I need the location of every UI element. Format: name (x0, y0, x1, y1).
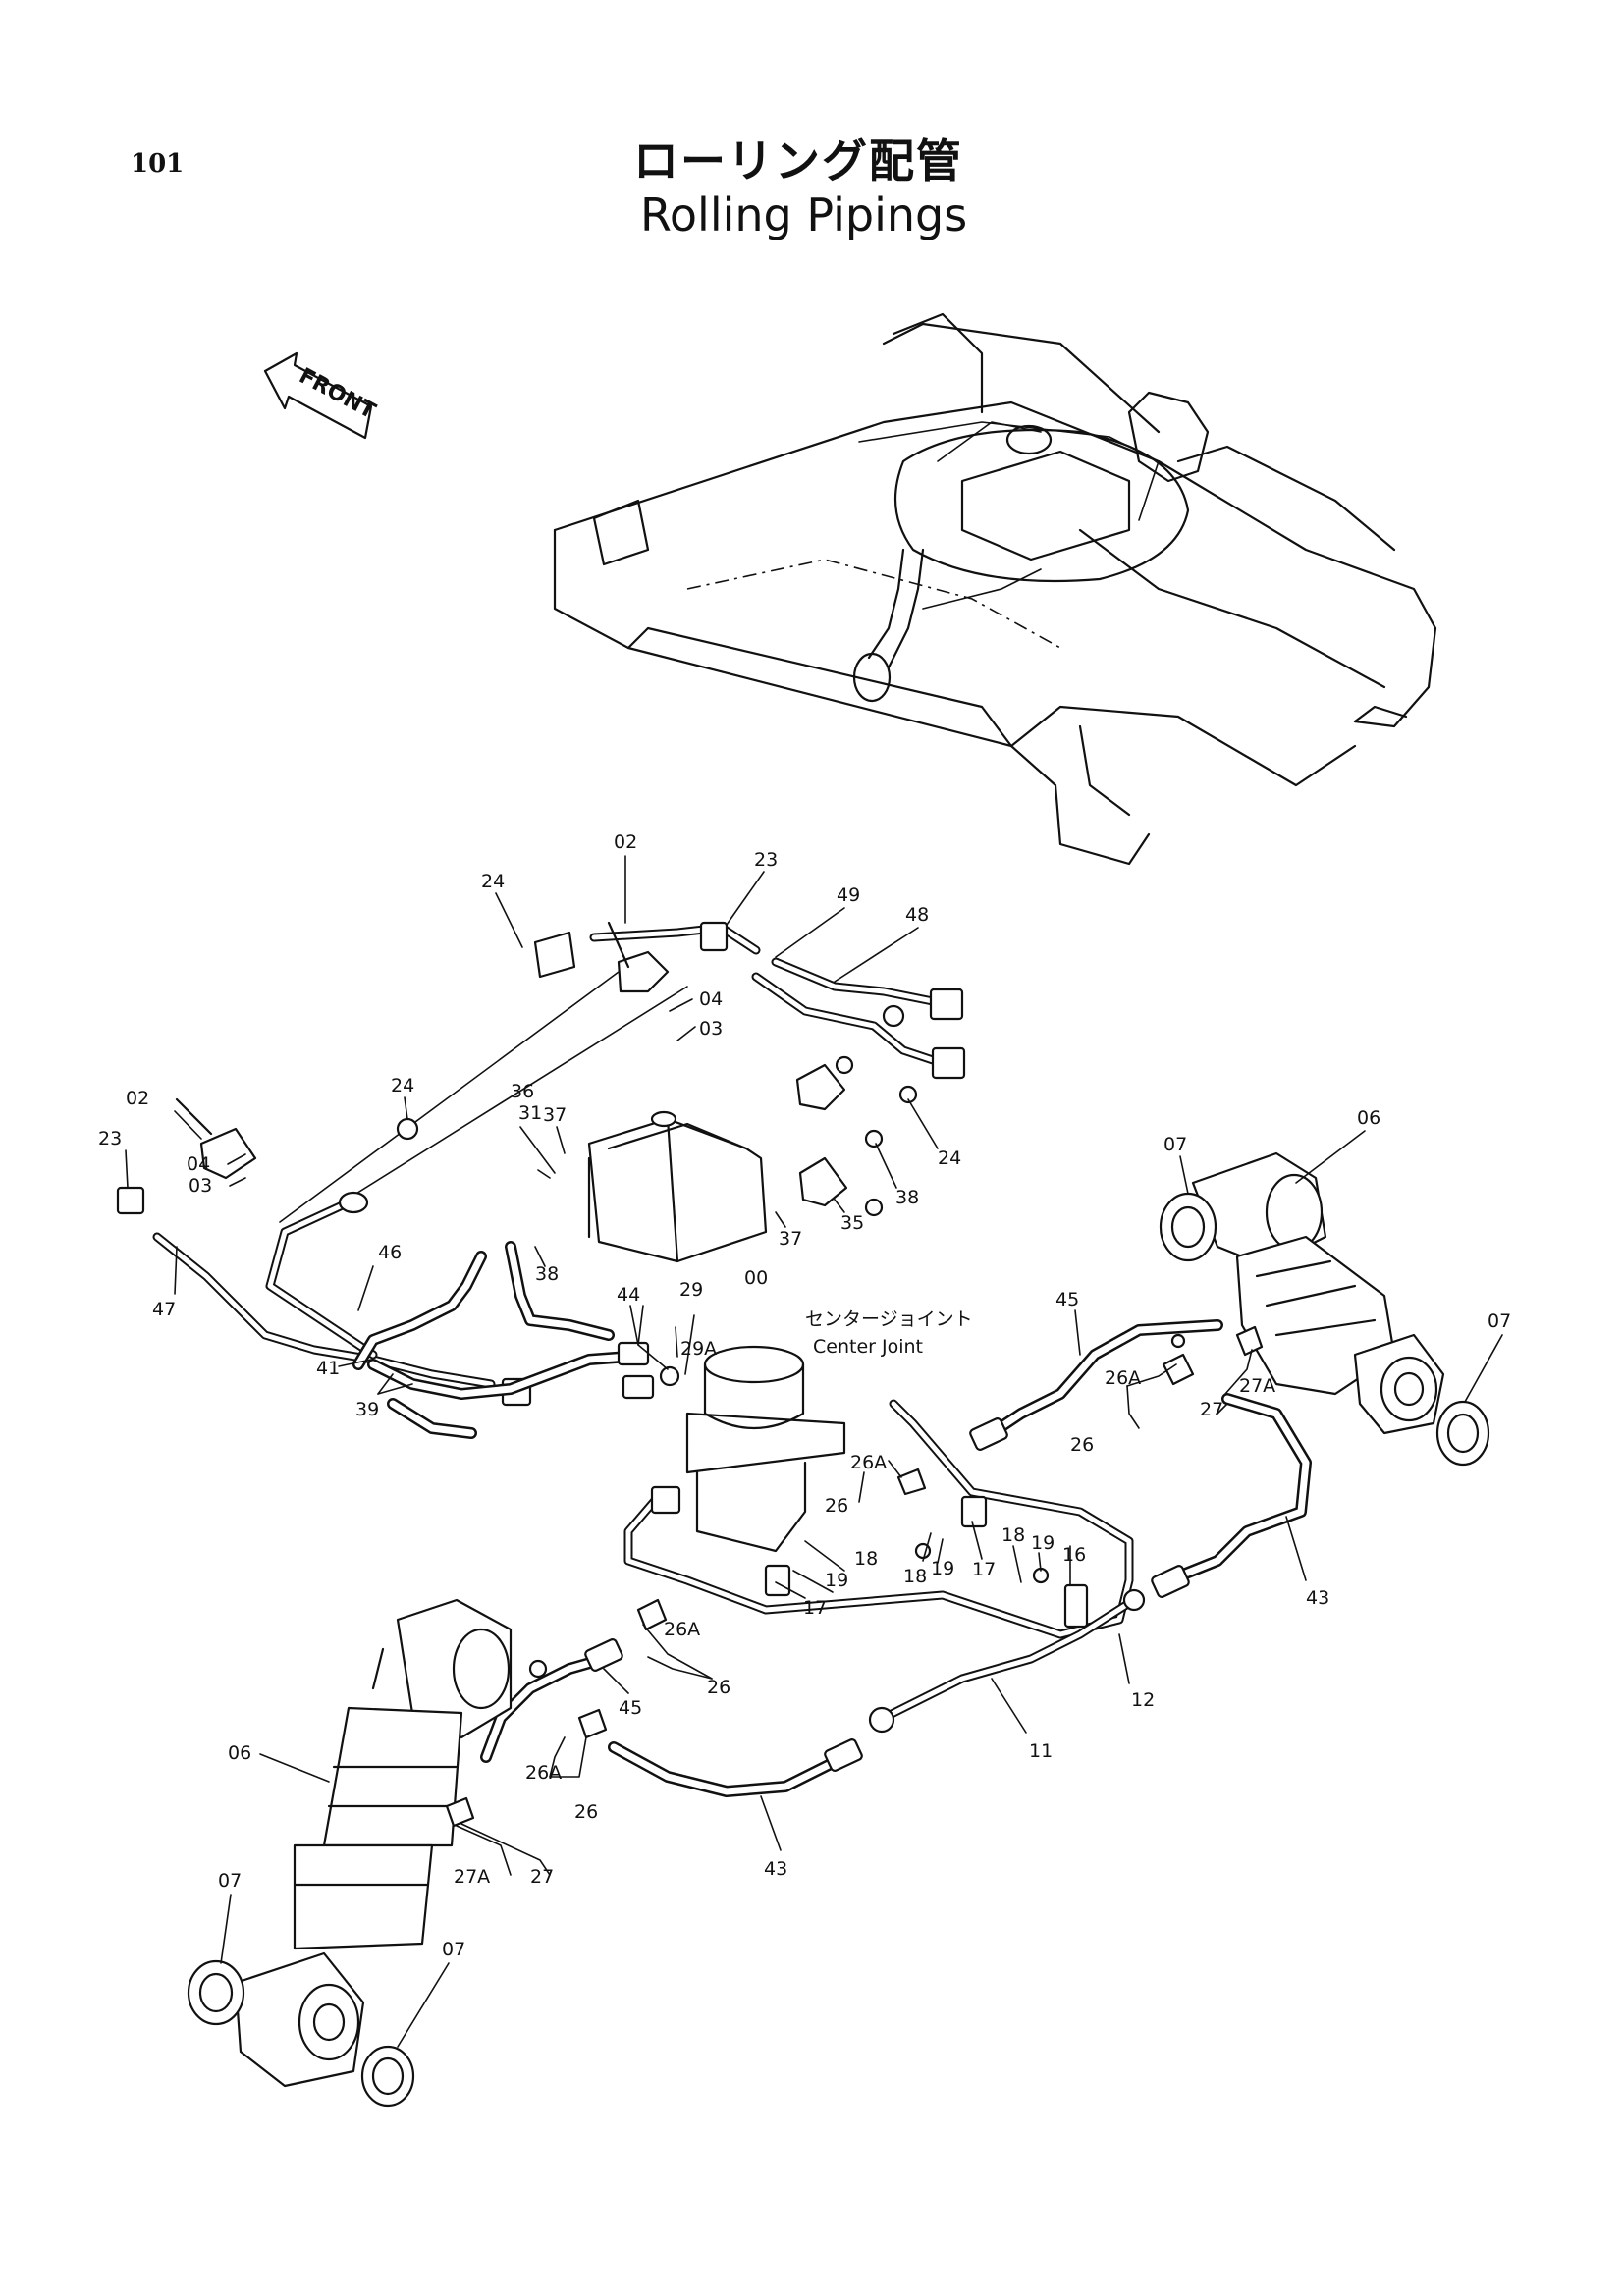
callout-07: 07 (1163, 1134, 1187, 1155)
callout-07: 07 (218, 1870, 242, 1892)
callout-26: 26 (1070, 1434, 1094, 1456)
callout-26a: 26A (664, 1619, 700, 1640)
callout-27: 27 (1200, 1399, 1223, 1420)
callout-26: 26 (825, 1495, 848, 1517)
center-joint-label-japanese: センタージョイント (805, 1308, 973, 1330)
callout-labels: 02 24 23 49 48 04 03 02 23 04 03 24 31 3… (98, 831, 1511, 1960)
callout-16: 16 (1062, 1544, 1086, 1566)
callout-04: 04 (187, 1153, 210, 1175)
callout-12: 12 (1131, 1689, 1155, 1711)
callout-19: 19 (1031, 1532, 1055, 1554)
callout-31: 31 (518, 1102, 542, 1124)
callout-43: 43 (1306, 1587, 1329, 1609)
callout-07: 07 (1488, 1310, 1511, 1332)
callout-19: 19 (825, 1570, 848, 1591)
callout-23: 23 (754, 849, 778, 871)
callout-48: 48 (905, 904, 929, 926)
callout-06: 06 (1357, 1107, 1380, 1129)
callout-45: 45 (1055, 1289, 1079, 1310)
callout-49: 49 (837, 884, 860, 906)
right-cylinder (1191, 1151, 1445, 1435)
left-cylinder (234, 1598, 513, 2088)
callout-26: 26 (707, 1677, 730, 1698)
flange-block (795, 1055, 918, 1217)
callout-39: 39 (355, 1399, 379, 1420)
seal-ring-right-upper (1159, 1192, 1217, 1262)
callout-18: 18 (1001, 1524, 1025, 1546)
callout-17: 17 (972, 1559, 996, 1580)
callout-26a: 26A (525, 1762, 562, 1784)
callout-37: 37 (543, 1104, 567, 1126)
center-joint-label-english: Center Joint (813, 1336, 923, 1358)
callout-37: 37 (779, 1228, 802, 1250)
callout-03: 03 (189, 1175, 212, 1197)
callout-26a: 26A (1105, 1367, 1141, 1389)
callout-17: 17 (803, 1597, 827, 1619)
seal-ring-right-lower (1435, 1400, 1490, 1467)
callout-02: 02 (126, 1088, 149, 1109)
seal-ring-left-lower (360, 2045, 415, 2108)
callout-43: 43 (764, 1858, 787, 1880)
callout-38: 38 (535, 1263, 559, 1285)
elbow-fittings (445, 1325, 1264, 1828)
upper-pipe-run (279, 921, 966, 1223)
callout-00: 00 (744, 1267, 768, 1289)
callout-04: 04 (699, 988, 723, 1010)
lower-pipe-run (623, 1399, 1146, 1734)
callout-38: 38 (895, 1187, 919, 1208)
callout-45: 45 (619, 1697, 642, 1719)
callout-26: 26 (574, 1801, 598, 1823)
lower-hose-run (480, 1638, 863, 1797)
callout-07: 07 (442, 1939, 465, 1960)
callout-03: 03 (699, 1018, 723, 1040)
callout-27a: 27A (454, 1866, 490, 1888)
callout-44: 44 (617, 1284, 640, 1306)
callout-11: 11 (1029, 1740, 1053, 1762)
valve-block (587, 1110, 768, 1263)
callout-27: 27 (530, 1866, 554, 1888)
left-pipe-run (116, 1097, 532, 1407)
callout-18: 18 (903, 1566, 927, 1587)
page-title-english: Rolling Pipings (640, 188, 968, 241)
front-arrow-icon: FRONT (263, 351, 379, 440)
page-title-japanese: ローリング配管 (633, 134, 963, 187)
callout-47: 47 (152, 1299, 176, 1320)
leader-lines (125, 855, 1503, 2048)
callout-35: 35 (840, 1212, 864, 1234)
page-number: 101 (131, 149, 185, 179)
callout-29: 29 (679, 1279, 703, 1301)
center-joint: センタージョイント Center Joint (685, 1308, 973, 1553)
callout-29a: 29A (680, 1338, 717, 1360)
callout-23: 23 (98, 1128, 122, 1149)
callout-24: 24 (391, 1075, 414, 1096)
callout-24: 24 (481, 871, 505, 892)
callout-18: 18 (854, 1548, 878, 1570)
callout-02: 02 (614, 831, 637, 853)
callout-41: 41 (316, 1358, 340, 1379)
callout-26a: 26A (850, 1452, 887, 1473)
callout-46: 46 (378, 1242, 402, 1263)
callout-24: 24 (938, 1148, 961, 1169)
callout-36: 36 (511, 1081, 534, 1102)
undercarriage-frame (553, 312, 1437, 866)
seal-ring-left-upper (187, 1959, 245, 2026)
callout-27a: 27A (1239, 1375, 1275, 1397)
callout-06: 06 (228, 1742, 251, 1764)
center-hose-bundle (352, 1241, 680, 1439)
callout-19: 19 (931, 1558, 954, 1579)
right-hose-run (969, 1319, 1312, 1598)
